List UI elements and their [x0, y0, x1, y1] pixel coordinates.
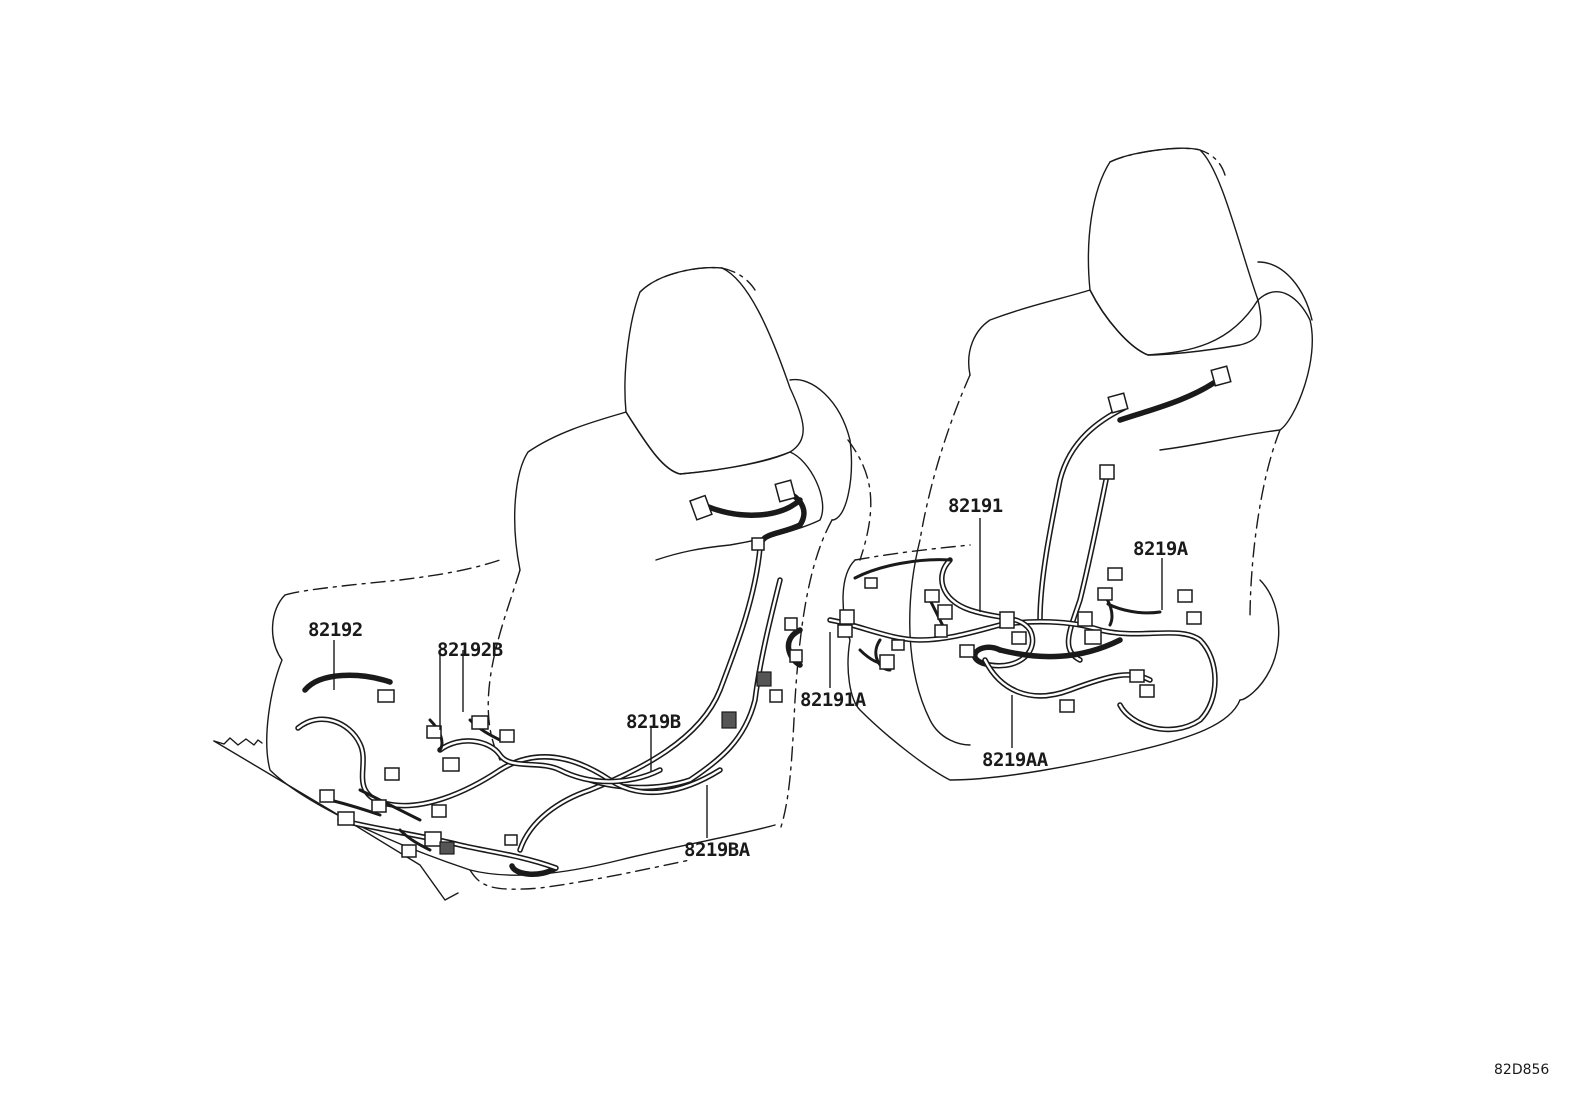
left-seatback-side-dash — [779, 519, 833, 831]
right-cushion-side — [1239, 579, 1280, 701]
label-82191A[interactable]: 82191A — [800, 689, 867, 711]
right-cushion-top-dash — [854, 544, 971, 561]
right-seat — [784, 147, 1313, 781]
left-headrest — [624, 266, 804, 475]
label-82192B[interactable]: 82192B — [437, 639, 503, 661]
right-seatback-side — [1257, 261, 1313, 321]
label-82191[interactable]: 82191 — [948, 495, 1003, 517]
right-seatback-dash-right — [1249, 429, 1281, 621]
left-cushion-bottom-dash — [469, 859, 691, 890]
left-connectors — [319, 479, 797, 858]
right-headrest-dash — [1109, 147, 1226, 176]
left-cushion-top-dash — [284, 559, 501, 596]
right-harness-branches — [858, 598, 947, 672]
right-cushion-inner — [909, 539, 971, 746]
diagram-code: 82D856 — [1494, 1062, 1549, 1078]
label-82192[interactable]: 82192 — [308, 619, 363, 641]
left-seat — [213, 266, 853, 901]
right-headrest — [1087, 147, 1262, 356]
right-cushion — [842, 559, 1241, 781]
right-seatback-dash-left — [919, 374, 971, 541]
right-back-divider — [847, 439, 872, 561]
label-8219BA[interactable]: 8219BA — [684, 839, 751, 861]
left-cushion — [266, 594, 776, 876]
part-labels: 82192 82192B 8219B 8219BA 82191 82191A 8… — [308, 495, 1189, 861]
right-connectors — [784, 365, 1232, 713]
left-floor-hatch — [213, 737, 263, 746]
label-8219AA[interactable]: 8219AA — [982, 749, 1049, 771]
label-8219A[interactable]: 8219A — [1133, 538, 1189, 560]
right-leaders — [829, 518, 1163, 748]
label-8219B[interactable]: 8219B — [626, 711, 681, 733]
right-harness-loop — [939, 557, 1036, 669]
left-leaders — [333, 640, 708, 838]
left-headrest-dash — [639, 266, 756, 293]
left-harness-back-2 — [587, 577, 783, 791]
left-seatback-dash — [487, 569, 521, 761]
right-harness-back — [1037, 377, 1221, 623]
left-seatback-side — [789, 378, 853, 521]
